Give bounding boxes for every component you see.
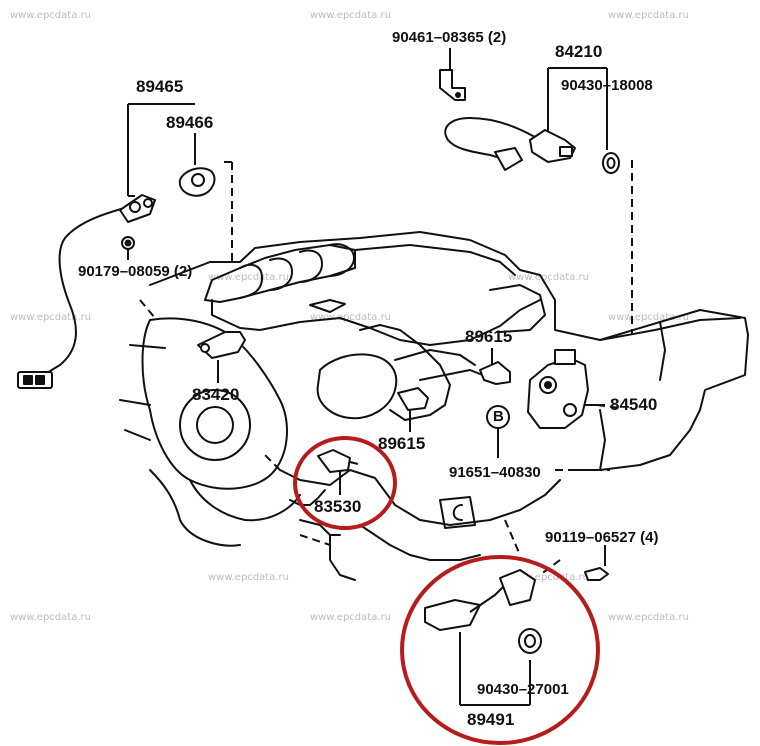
watermark: www.epcdata.ru [208,572,289,583]
sensor-89491 [424,599,481,631]
dashed-guide [504,519,521,556]
part-label-89615-lower: 89615 [378,434,426,453]
engine-outline [149,231,749,471]
watermark: www.epcdata.ru [310,312,391,323]
dashed-guide [264,454,281,471]
watermark: www.epcdata.ru [608,10,689,21]
highlight-89491 [400,555,600,745]
sensor-89615a [479,361,511,385]
watermark: www.epcdata.ru [608,612,689,623]
watermark: www.epcdata.ru [508,272,589,283]
watermark: www.epcdata.ru [608,312,689,323]
watermark: www.epcdata.ru [310,10,391,21]
watermark: www.epcdata.ru [508,572,589,583]
cable-89465 [34,204,136,381]
callout-b-letter: B [493,408,504,425]
part-label-89466: 89466 [166,113,214,132]
intake-runners [204,244,356,303]
part-label-89491: 89491 [467,710,515,729]
part-label-90119-06527: 90119–06527 (4) [545,529,659,546]
part-label-91651-40830: 91651–40830 [449,464,541,481]
highlight-83530 [293,436,397,530]
intake-manifold [316,353,398,420]
part-label-90430-27001: 90430–27001 [477,681,569,698]
part-label-84210: 84210 [555,42,603,61]
bolt-90119 [584,567,609,581]
clip-90461 [439,69,466,101]
dashed-guide [539,559,561,576]
cable-84210 [444,117,541,161]
switch-84540 [527,357,589,429]
sensor-83530 [317,449,351,473]
lower-block [279,469,561,526]
transmission [599,317,741,341]
connector-84210 [494,147,523,171]
watermark: www.epcdata.ru [10,612,91,623]
watermark: www.epcdata.ru [310,612,391,623]
dashed-guide [299,534,331,546]
watermark: www.epcdata.ru [208,272,289,283]
leader-89491 [459,632,531,706]
watermark: www.epcdata.ru [10,312,91,323]
leader-89465 [127,103,195,197]
leader-84210 [547,67,608,150]
part-label-90430-18008: 90430–18008 [561,77,653,94]
part-label-83530: 83530 [314,497,362,516]
part-label-90461-08365: 90461–08365 (2) [392,29,507,46]
part-label-83420: 83420 [192,385,240,404]
callout-b-circle [486,405,510,429]
part-label-84540: 84540 [610,395,658,414]
sensor-89615b [397,387,429,411]
watermark: www.epcdata.ru [10,10,91,21]
part-label-89615-upper: 89615 [465,327,513,346]
sensor-83420 [197,331,246,359]
part-label-90179-08059: 90179–08059 (2) [78,263,193,280]
dashed-guide [139,299,156,319]
part-label-89465: 89465 [136,77,184,96]
